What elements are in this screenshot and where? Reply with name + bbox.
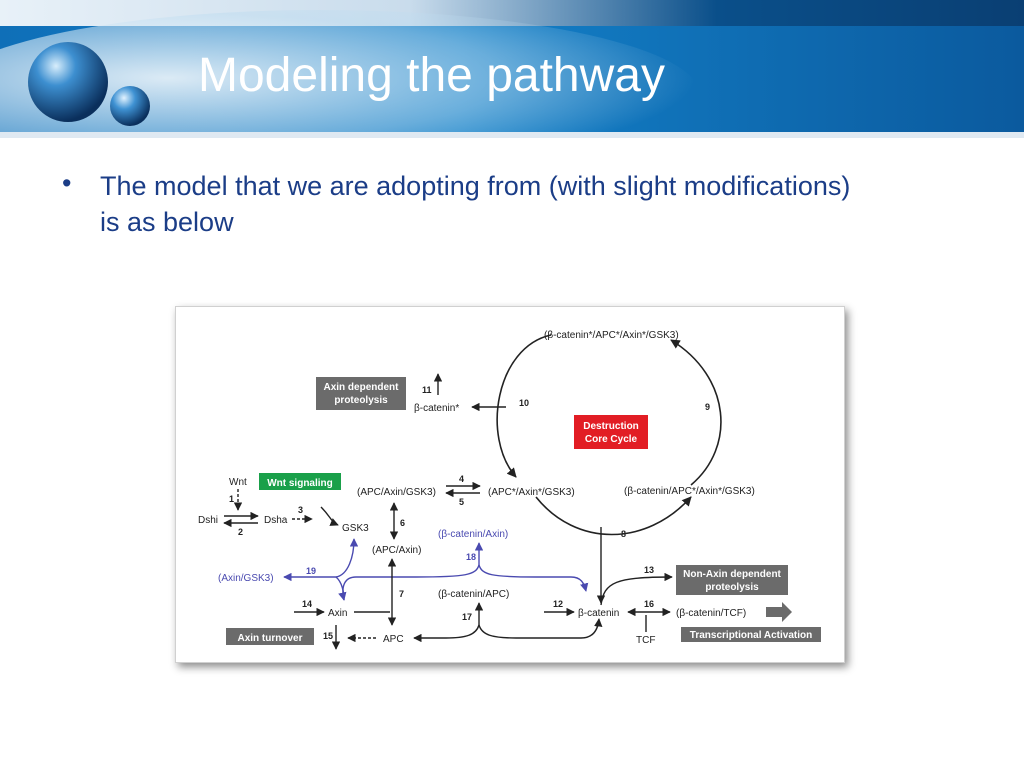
- num-18: 18: [466, 552, 476, 562]
- node-wnt: Wnt: [229, 477, 247, 488]
- num-9: 9: [705, 402, 710, 412]
- num-11: 11: [422, 385, 432, 395]
- node-tcf: TCF: [636, 635, 655, 646]
- bullet-marker: •: [62, 168, 72, 198]
- node-axin-gsk3: (Axin/GSK3): [218, 573, 274, 584]
- box-axin-dependent-line2: proteolysis: [334, 395, 388, 406]
- num-6: 6: [400, 518, 405, 528]
- num-4: 4: [459, 474, 464, 484]
- arrow-17-right: [478, 618, 603, 639]
- num-7: 7: [399, 589, 404, 599]
- box-wnt-signaling: [259, 473, 341, 490]
- pathway-diagram-frame: (β-catenin*/APC*/Axin*/GSK3) Axin depend…: [175, 306, 845, 663]
- box-axin-turnover: [226, 628, 314, 645]
- num-15: 15: [323, 631, 333, 641]
- box-destruction-core-cycle: [574, 415, 648, 449]
- node-bcat-apc: (β-catenin/APC): [438, 589, 509, 600]
- cycle-arc-10: [496, 334, 552, 478]
- bullet-text: The model that we are adopting from (wit…: [100, 171, 851, 237]
- wnt-pathway-diagram: (β-catenin*/APC*/Axin*/GSK3) Axin depend…: [198, 330, 821, 650]
- num-19: 19: [306, 566, 316, 576]
- slide-title: Modeling the pathway: [198, 49, 665, 102]
- box-axin-dependent-line1: Axin dependent: [323, 382, 399, 393]
- box-non-axin-dependent: [676, 565, 788, 595]
- node-bcat: β-catenin: [578, 608, 619, 619]
- node-dsh-i: Dshi: [198, 515, 218, 526]
- node-bcat-apc-axin-gsk3: (β-catenin/APC*/Axin*/GSK3): [624, 486, 755, 497]
- num-10: 10: [519, 398, 529, 408]
- arrow-transcription-block: [766, 602, 792, 622]
- node-top-complex: (β-catenin*/APC*/Axin*/GSK3): [544, 330, 679, 341]
- box-axin-turnover-label: Axin turnover: [237, 633, 302, 644]
- node-bcat-star: β-catenin*: [414, 403, 459, 414]
- title-banner: [0, 0, 1024, 138]
- banner-bottom-line: [0, 132, 1024, 138]
- node-apc-star-axin-star-gsk3: (APC*/Axin*/GSK3): [488, 487, 575, 498]
- cycle-arc-8: [535, 496, 692, 536]
- num-1: 1: [229, 494, 234, 504]
- num-17: 17: [462, 612, 472, 622]
- num-8: 8: [621, 529, 626, 539]
- num-2: 2: [238, 527, 243, 537]
- num-3: 3: [298, 505, 303, 515]
- node-bcat-tcf: (β-catenin/TCF): [676, 608, 746, 619]
- num-14: 14: [302, 599, 312, 609]
- arrow-19-down: [335, 576, 345, 601]
- num-12: 12: [553, 599, 563, 609]
- box-destruction-line1: Destruction: [583, 421, 639, 432]
- num-13: 13: [644, 565, 654, 575]
- box-axin-dependent: [316, 377, 406, 410]
- node-apc: APC: [383, 634, 404, 645]
- node-dsh-a: Dsha: [264, 515, 288, 526]
- node-apc-axin-gsk3: (APC/Axin/GSK3): [357, 487, 436, 498]
- num-5: 5: [459, 497, 464, 507]
- box-transcriptional-label: Transcriptional Activation: [690, 630, 812, 641]
- box-non-axin-line1: Non-Axin dependent: [683, 569, 781, 580]
- arrow-17-left: [413, 624, 480, 643]
- node-gsk3: GSK3: [342, 523, 369, 534]
- box-non-axin-line2: proteolysis: [705, 582, 759, 593]
- node-axin: Axin: [328, 608, 347, 619]
- box-destruction-line2: Core Cycle: [585, 434, 638, 445]
- arrow-dsh-to-gsk3: [320, 506, 339, 526]
- box-wnt-signaling-label: Wnt signaling: [267, 478, 333, 489]
- cycle-arc-9: [670, 339, 722, 486]
- arrow-19: [283, 538, 359, 582]
- node-bcat-axin: (β-catenin/Axin): [438, 529, 508, 540]
- node-apc-axin: (APC/Axin): [372, 545, 421, 556]
- num-16: 16: [644, 599, 654, 609]
- arrow-18-right: [478, 564, 589, 592]
- box-transcriptional-activation: [681, 627, 821, 642]
- arrow-13: [600, 572, 673, 606]
- globe-logo-icon: [28, 42, 150, 126]
